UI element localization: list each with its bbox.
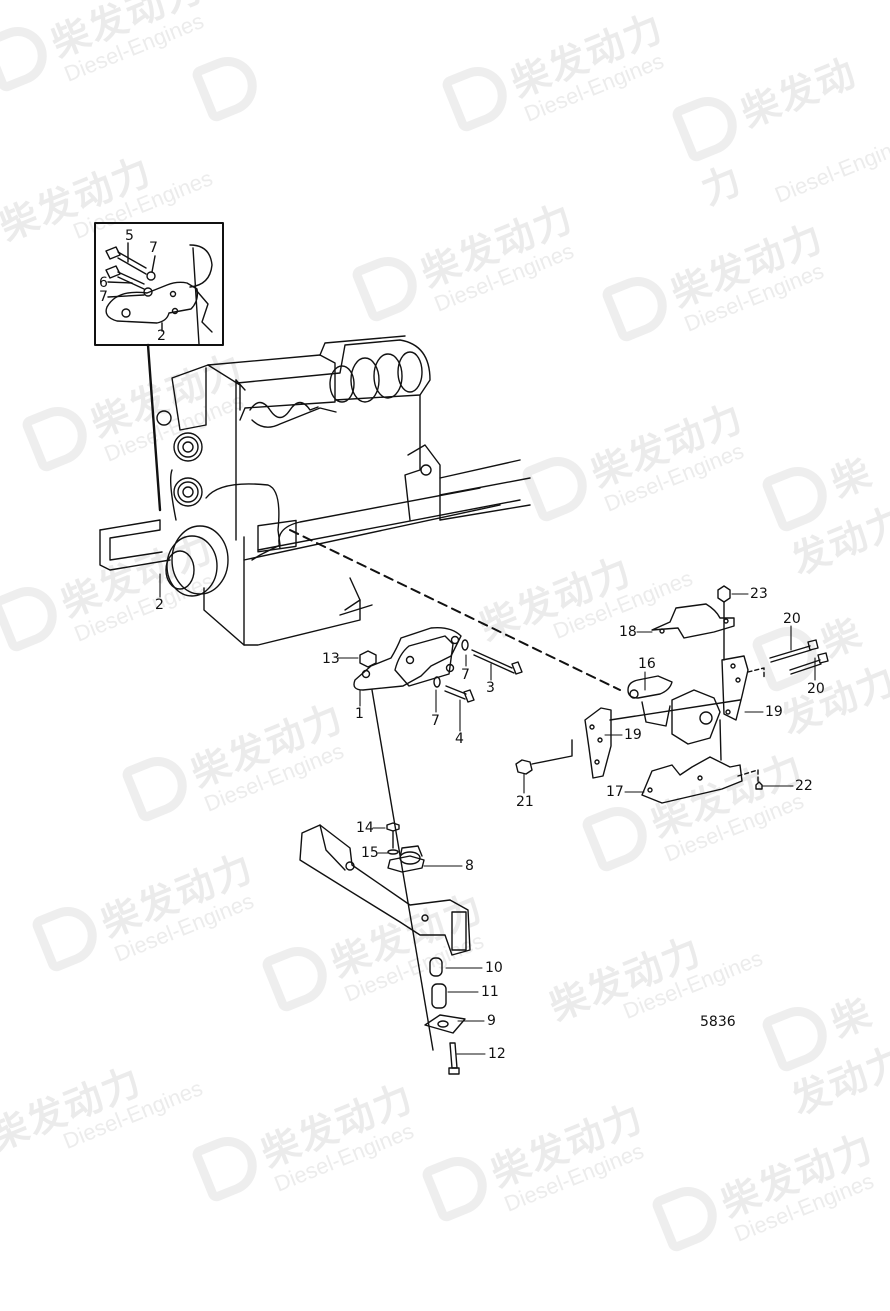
callout-2-inset: 2: [157, 328, 166, 344]
callout-6: 6: [99, 275, 108, 291]
rear-mount-assembly: [515, 585, 829, 804]
inset-detail: [94, 222, 224, 346]
callout-13: 13: [322, 651, 340, 667]
callout-9: 9: [487, 1013, 496, 1029]
callout-22: 22: [795, 778, 813, 794]
callout-12: 12: [488, 1046, 506, 1062]
front-bracket-assembly: [353, 626, 523, 703]
callout-2: 2: [155, 597, 164, 613]
callout-7-a: 7: [461, 667, 470, 683]
figure-number: 5836: [700, 1014, 736, 1030]
crossmember-assembly: [299, 822, 471, 1075]
callout-14: 14: [356, 820, 374, 836]
callout-7-b: 7: [431, 713, 440, 729]
callout-8: 8: [465, 858, 474, 874]
callout-15: 15: [361, 845, 379, 861]
callout-18: 18: [619, 624, 637, 640]
callout-17: 17: [606, 784, 624, 800]
callout-20-a: 20: [783, 611, 801, 627]
callout-19-b: 19: [765, 704, 783, 720]
callout-16: 16: [638, 656, 656, 672]
callout-5: 5: [125, 228, 134, 244]
callout-19-a: 19: [624, 727, 642, 743]
callout-4: 4: [455, 731, 464, 747]
callout-23: 23: [750, 586, 768, 602]
callout-7-inset-a: 7: [149, 240, 158, 256]
callout-11: 11: [481, 984, 499, 1000]
callout-1: 1: [355, 706, 364, 722]
callout-10: 10: [485, 960, 503, 976]
callout-7-inset-b: 7: [99, 289, 108, 305]
callout-3: 3: [486, 680, 495, 696]
callout-20-b: 20: [807, 681, 825, 697]
callout-21: 21: [516, 794, 534, 810]
engine-block: [99, 335, 531, 646]
callout-leaders: [159, 573, 816, 1055]
